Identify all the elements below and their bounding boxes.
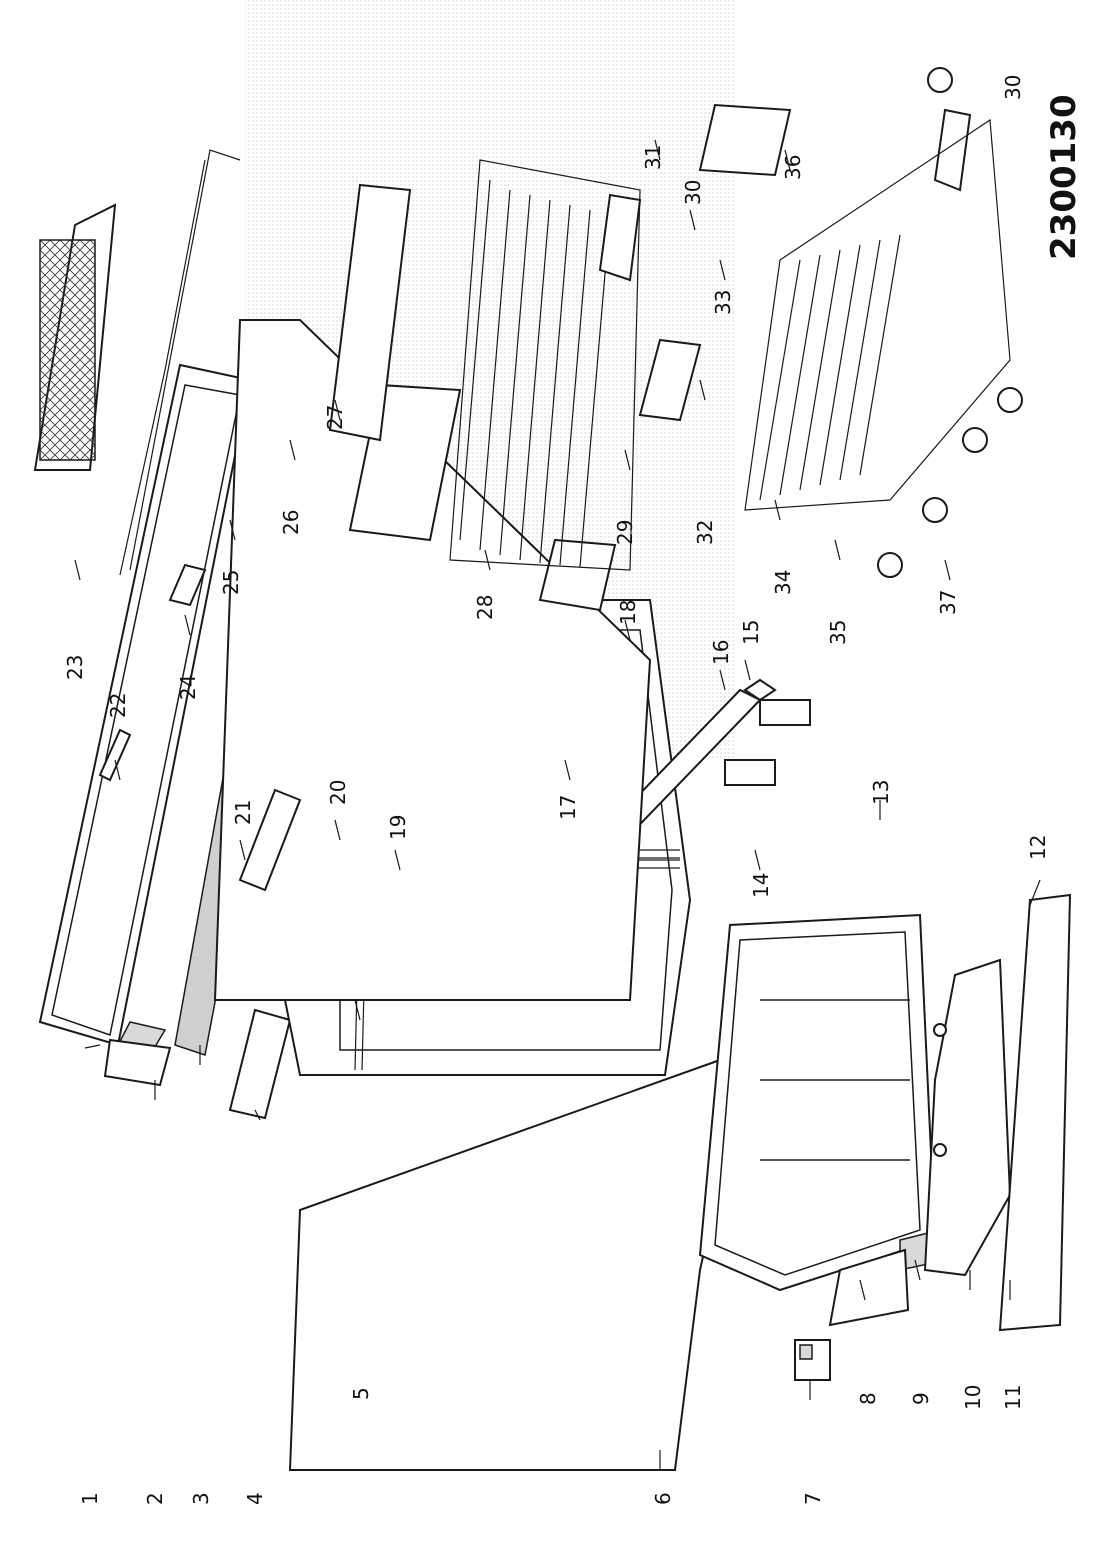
callout-24: 24 — [176, 675, 200, 700]
callout-10: 10 — [961, 1385, 985, 1410]
spray-arm — [538, 538, 617, 612]
callout-26: 26 — [279, 510, 303, 535]
callout-17: 17 — [556, 795, 580, 820]
bracket-plate — [828, 1248, 910, 1327]
valve-part — [794, 1339, 831, 1381]
callout-7: 7 — [801, 1492, 825, 1505]
callout-1: 1 — [78, 1492, 102, 1505]
cutlery-tray — [33, 203, 117, 471]
callout-25: 25 — [219, 570, 243, 595]
callout-15: 15 — [739, 620, 763, 645]
wheels — [877, 67, 1023, 578]
hinge-bracket-left — [228, 1008, 292, 1120]
callout-11: 11 — [1001, 1385, 1025, 1410]
callout-19: 19 — [386, 815, 410, 840]
callout-27: 27 — [323, 405, 347, 430]
screws — [933, 1023, 947, 1157]
handle-lower — [933, 108, 972, 192]
top-frame — [213, 319, 652, 1001]
callout-14: 14 — [749, 873, 773, 898]
callout-30a: 30 — [681, 180, 705, 205]
callout-18: 18 — [616, 600, 640, 625]
rack-insert — [638, 338, 702, 422]
callout-3: 3 — [189, 1492, 213, 1505]
leader-lines — [74, 139, 1041, 1470]
callout-5: 5 — [349, 1387, 373, 1400]
callout-12: 12 — [1026, 835, 1050, 860]
callout-35: 35 — [826, 620, 850, 645]
base-frame — [698, 913, 937, 1292]
lower-basket — [744, 118, 1011, 511]
callout-37: 37 — [936, 590, 960, 615]
callout-31: 31 — [641, 145, 665, 170]
drawing-code: 2300130 — [1044, 94, 1084, 260]
callout-33: 33 — [711, 290, 735, 315]
callout-30b: 30 — [1001, 75, 1025, 100]
rack-rail — [119, 149, 241, 576]
cutlery-basket — [698, 103, 792, 177]
rail-clip — [168, 563, 207, 607]
callout-29: 29 — [613, 520, 637, 545]
top-clip — [238, 788, 302, 892]
callout-28: 28 — [473, 595, 497, 620]
callout-labels: 1 2 3 4 5 6 7 8 9 10 11 12 13 14 15 16 1… — [63, 75, 1050, 1505]
upper-basket — [449, 159, 641, 571]
callout-13: 13 — [869, 780, 893, 805]
rack-comb-right — [328, 183, 412, 442]
callout-34: 34 — [771, 570, 795, 595]
callout-20: 20 — [326, 780, 350, 805]
base-cover — [923, 958, 1012, 1277]
small-clip — [98, 728, 132, 782]
callout-23: 23 — [63, 655, 87, 680]
callout-32: 32 — [693, 520, 717, 545]
feet-pair — [724, 699, 811, 786]
side-panel — [288, 1058, 747, 1471]
callout-21: 21 — [231, 800, 255, 825]
callout-9: 9 — [909, 1392, 933, 1405]
callout-36: 36 — [781, 155, 805, 180]
callout-16: 16 — [709, 640, 733, 665]
handle-upper — [598, 193, 642, 282]
door-foot — [103, 1038, 172, 1087]
kickplate — [998, 893, 1072, 1332]
callout-8: 8 — [856, 1392, 880, 1405]
callout-22: 22 — [106, 693, 130, 718]
callout-4: 4 — [243, 1492, 267, 1505]
callout-2: 2 — [143, 1492, 167, 1505]
callout-6: 6 — [651, 1492, 675, 1505]
